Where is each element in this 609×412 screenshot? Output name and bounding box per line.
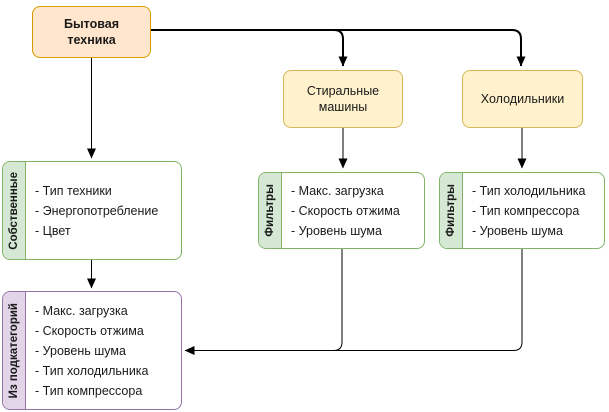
fridge-filters-tag-label: Фильтры bbox=[445, 184, 457, 237]
list-item: - Скорость отжима bbox=[35, 323, 144, 338]
own-filters-list: - Тип техники - Энергопотребление - Цвет bbox=[35, 181, 158, 241]
list-item: - Цвет bbox=[35, 223, 71, 238]
list-item: - Тип холодильника bbox=[472, 183, 586, 198]
list-item: - Энергопотребление bbox=[35, 203, 159, 218]
list-item: - Тип компрессора bbox=[35, 383, 143, 398]
node-washing-machines: Стиральные машины bbox=[283, 70, 403, 128]
edge-root-to-washing bbox=[333, 29, 348, 67]
washing-filters-list: - Макс. загрузка - Скорость отжима - Уро… bbox=[291, 181, 400, 241]
subcategory-filters-list: - Макс. загрузка - Скорость отжима - Уро… bbox=[35, 301, 149, 401]
subcategory-filters-tagstrip: Из подкатегорий bbox=[3, 292, 26, 409]
node-fridge-label: Холодильники bbox=[480, 92, 565, 106]
node-refrigerators: Холодильники bbox=[462, 70, 583, 128]
washing-filters-tag-label: Фильтры bbox=[264, 184, 276, 237]
list-item: - Уровень шума bbox=[35, 343, 126, 358]
list-item: - Макс. загрузка bbox=[291, 183, 384, 198]
edge-root-to-fridge bbox=[151, 29, 526, 67]
fridge-filters-tagstrip: Фильтры bbox=[440, 173, 463, 248]
node-root-label: Бытовая техника bbox=[63, 17, 120, 47]
own-filters-tag-label: Собственные bbox=[8, 171, 20, 250]
node-root-category: Бытовая техника bbox=[32, 6, 151, 58]
panel-fridge-filters: Фильтры - Тип холодильника - Тип компрес… bbox=[439, 172, 605, 249]
list-item: - Уровень шума bbox=[472, 223, 563, 238]
list-item: - Макс. загрузка bbox=[35, 303, 128, 318]
subcategory-filters-tag-label: Из подкатегорий bbox=[8, 302, 20, 399]
panel-washing-filters: Фильтры - Макс. загрузка - Скорость отжи… bbox=[258, 172, 425, 249]
node-washing-label: Стиральные машины bbox=[306, 84, 380, 114]
list-item: - Тип компрессора bbox=[472, 203, 580, 218]
fridge-filters-list: - Тип холодильника - Тип компрессора - У… bbox=[472, 181, 586, 241]
edge-washing-filters-to-sub bbox=[333, 249, 343, 351]
edge-fridge-filters-to-sub bbox=[184, 249, 523, 355]
panel-subcategory-filters: Из подкатегорий - Макс. загрузка - Скоро… bbox=[2, 291, 182, 410]
own-filters-tagstrip: Собственные bbox=[3, 162, 26, 259]
list-item: - Скорость отжима bbox=[291, 203, 400, 218]
list-item: - Уровень шума bbox=[291, 223, 382, 238]
panel-own-filters: Собственные - Тип техники - Энергопотреб… bbox=[2, 161, 182, 260]
list-item: - Тип техники bbox=[35, 183, 112, 198]
list-item: - Тип холодильника bbox=[35, 363, 149, 378]
washing-filters-tagstrip: Фильтры bbox=[259, 173, 282, 248]
